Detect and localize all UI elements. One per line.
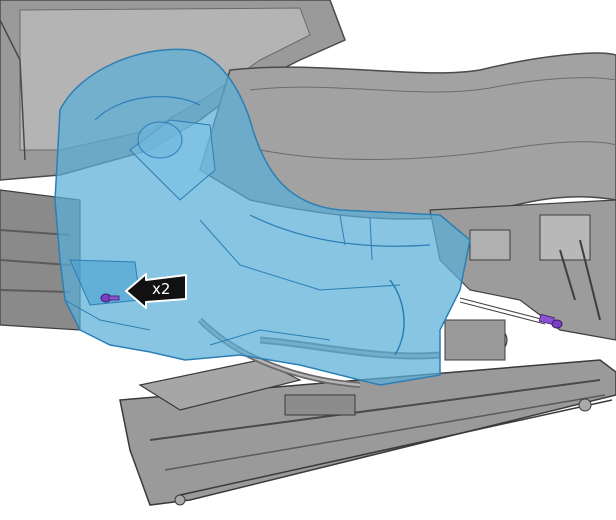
seat-mechanism (429, 199, 616, 361)
callout-quantity-label: x2 (152, 280, 170, 298)
screw-front-left (100, 293, 120, 303)
screw-rear-right (459, 297, 563, 329)
callout-arrow: x2 (125, 273, 187, 309)
seat-track (119, 359, 616, 506)
